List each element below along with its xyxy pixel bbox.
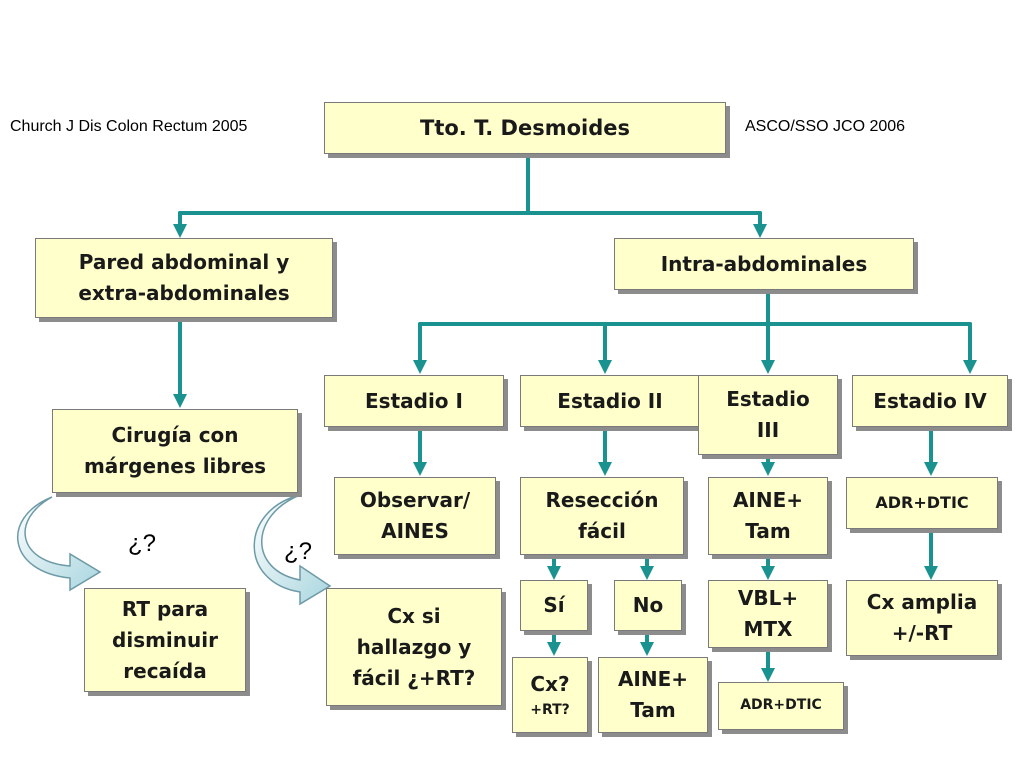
arrowhead-estadio3	[761, 360, 775, 374]
node-aine-tam-2: AINE+ Tam	[598, 657, 708, 733]
arrowhead-reseccion	[598, 462, 612, 476]
node-vbl-mtx: VBL+ MTX	[708, 580, 828, 648]
node-si-label: Sí	[543, 593, 565, 617]
arrowhead-no	[640, 566, 654, 580]
node-rt-line2: disminuir	[112, 627, 218, 652]
node-aine-tam-1: AINE+ Tam	[708, 477, 828, 555]
node-vbl-mtx-line2: MTX	[743, 617, 793, 641]
node-observar-line1: Observar/	[359, 488, 471, 512]
arrowhead-aine1	[761, 462, 775, 476]
node-cx-q-line2: +RT?	[530, 701, 570, 718]
node-pared-line2: extra-abdominales	[78, 281, 290, 305]
node-intra: Intra-abdominales	[614, 238, 914, 290]
node-estadio-4-label: Estadio IV	[873, 388, 987, 413]
arrowhead-aine2	[640, 642, 654, 656]
node-adr-dtic-2-label: ADR+DTIC	[740, 697, 822, 714]
arrowhead-cxq	[547, 642, 561, 656]
node-cx-si-line2: hallazgo y	[356, 634, 472, 659]
node-rt: RT para disminuir recaída	[84, 588, 246, 692]
node-cx-si: Cx si hallazgo y fácil ¿+RT?	[326, 588, 502, 706]
arrowhead-estadio1	[413, 360, 427, 374]
node-cx-amplia-line1: Cx amplia	[866, 590, 978, 614]
citation-right: ASCO/SSO JCO 2006	[745, 118, 906, 135]
arrowhead-cirugia	[173, 394, 187, 408]
node-cirugia: Cirugía con márgenes libres	[52, 409, 298, 493]
node-no-label: No	[632, 593, 664, 617]
node-cx-amplia: Cx amplia +/-RT	[846, 580, 998, 656]
citation-left: Church J Dis Colon Rectum 2005	[10, 118, 248, 135]
node-estadio-4: Estadio IV	[852, 375, 1008, 427]
node-rt-line3: recaída	[123, 658, 207, 683]
node-cx-q-line1: Cx?	[530, 671, 570, 696]
node-cx-si-line1: Cx si	[387, 603, 441, 628]
node-observar: Observar/ AINES	[334, 477, 496, 555]
node-estadio-3-line2: III	[756, 418, 780, 442]
node-estadio-1: Estadio I	[324, 375, 504, 427]
node-observar-line2: AINES	[381, 519, 449, 543]
arrowhead-si	[547, 566, 561, 580]
node-estadio-2-label: Estadio II	[557, 388, 663, 413]
node-reseccion: Resección fácil	[520, 477, 684, 555]
arrowhead-observar	[413, 462, 427, 476]
node-rt-line1: RT para	[121, 596, 209, 621]
question-mark-left: ¿?	[128, 530, 157, 557]
arrowhead-pared	[173, 224, 187, 238]
curved-arrow-left	[16, 496, 102, 592]
arrowhead-estadio2	[598, 360, 612, 374]
node-root: Tto. T. Desmoides	[324, 102, 726, 154]
node-estadio-3: Estadio III	[698, 375, 838, 455]
node-reseccion-line1: Resección	[545, 488, 659, 512]
node-aine-tam-2-line1: AINE+	[617, 667, 689, 691]
node-intra-label: Intra-abdominales	[660, 251, 868, 276]
node-cirugia-line1: Cirugía con	[111, 423, 239, 447]
node-aine-tam-1-line2: Tam	[745, 519, 791, 543]
node-cx-amplia-line2: +/-RT	[891, 621, 953, 645]
question-mark-right: ¿?	[284, 538, 313, 565]
node-cx-q: Cx? +RT?	[512, 657, 588, 733]
arrowhead-cxamplia	[924, 566, 938, 580]
node-vbl-mtx-line1: VBL+	[737, 586, 799, 610]
node-pared: Pared abdominal y extra-abdominales	[35, 238, 333, 318]
arrowhead-adr2	[761, 668, 775, 682]
node-adr-dtic-2: ADR+DTIC	[718, 682, 844, 730]
node-no: No	[614, 580, 682, 631]
node-adr-dtic-1: ADR+DTIC	[846, 477, 998, 529]
node-si: Sí	[520, 580, 588, 631]
node-aine-tam-2-line2: Tam	[630, 698, 676, 722]
node-aine-tam-1-line1: AINE+	[732, 488, 804, 512]
node-estadio-3-line1: Estadio	[726, 387, 810, 411]
curved-arrow-right	[253, 494, 332, 606]
node-adr-dtic-1-label: ADR+DTIC	[875, 492, 969, 512]
node-estadio-2: Estadio II	[520, 375, 700, 427]
arrowhead-estadio4	[963, 360, 977, 374]
node-pared-line1: Pared abdominal y	[78, 250, 290, 274]
node-cx-si-line3: fácil ¿+RT?	[352, 665, 476, 690]
arrowhead-intra	[753, 224, 767, 238]
node-reseccion-line2: fácil	[578, 519, 626, 543]
arrowhead-vbl	[761, 566, 775, 580]
node-root-label: Tto. T. Desmoides	[420, 115, 630, 140]
arrowhead-adr1	[924, 462, 938, 476]
node-estadio-1-label: Estadio I	[365, 388, 463, 413]
node-cirugia-line2: márgenes libres	[83, 454, 267, 478]
